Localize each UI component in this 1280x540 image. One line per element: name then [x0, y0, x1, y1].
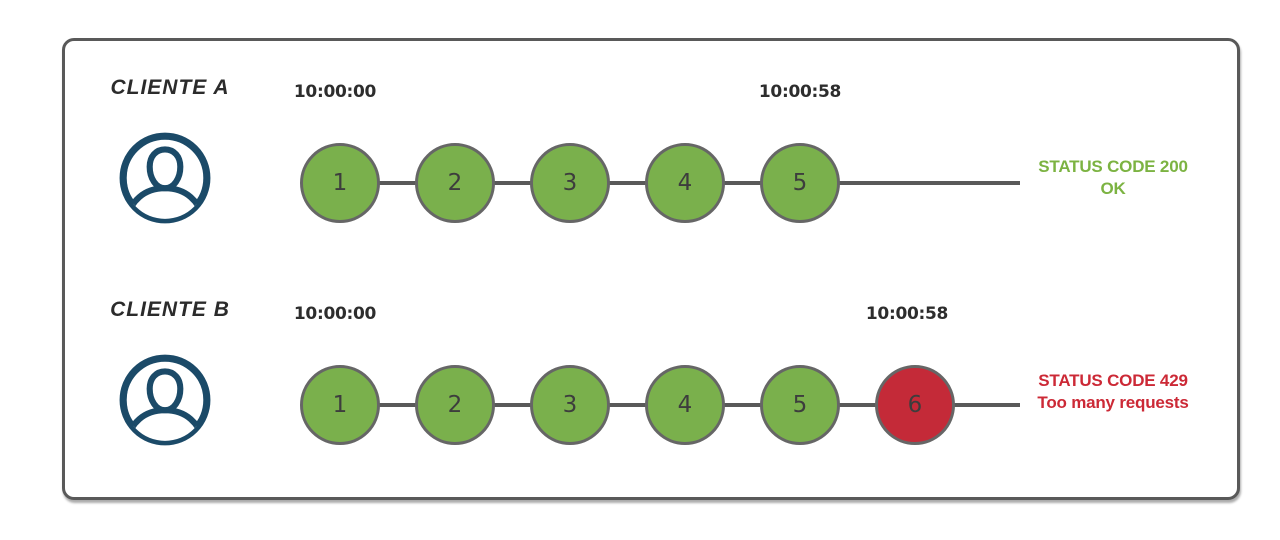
request-circle-4-ok: 4: [645, 365, 725, 445]
status-code-200: STATUS CODE 200 OK: [1018, 156, 1208, 200]
timestamp-end-a: 10:00:58: [758, 82, 842, 102]
request-circle-1-ok: 1: [300, 365, 380, 445]
status-line1-a: STATUS CODE 200: [1038, 157, 1188, 176]
request-circle-5-ok: 5: [760, 365, 840, 445]
client-b-label: CLIENTE B: [110, 298, 230, 321]
request-circle-1-ok: 1: [300, 143, 380, 223]
user-avatar-icon: [119, 132, 211, 224]
request-circle-5-ok: 5: [760, 143, 840, 223]
status-code-429: STATUS CODE 429 Too many requests: [1018, 370, 1208, 414]
client-a-label: CLIENTE A: [110, 76, 230, 99]
request-circle-6-blocked: 6: [875, 365, 955, 445]
timestamp-end-b: 10:00:58: [865, 304, 949, 324]
status-line2-a: OK: [1100, 179, 1126, 198]
status-line2-b: Too many requests: [1037, 393, 1189, 412]
request-circle-4-ok: 4: [645, 143, 725, 223]
status-line1-b: STATUS CODE 429: [1038, 371, 1188, 390]
request-circle-3-ok: 3: [530, 143, 610, 223]
timestamp-start-b: 10:00:00: [293, 304, 377, 324]
user-avatar-icon: [119, 354, 211, 446]
request-circle-2-ok: 2: [415, 143, 495, 223]
request-circle-3-ok: 3: [530, 365, 610, 445]
request-circle-2-ok: 2: [415, 365, 495, 445]
timestamp-start-a: 10:00:00: [293, 82, 377, 102]
